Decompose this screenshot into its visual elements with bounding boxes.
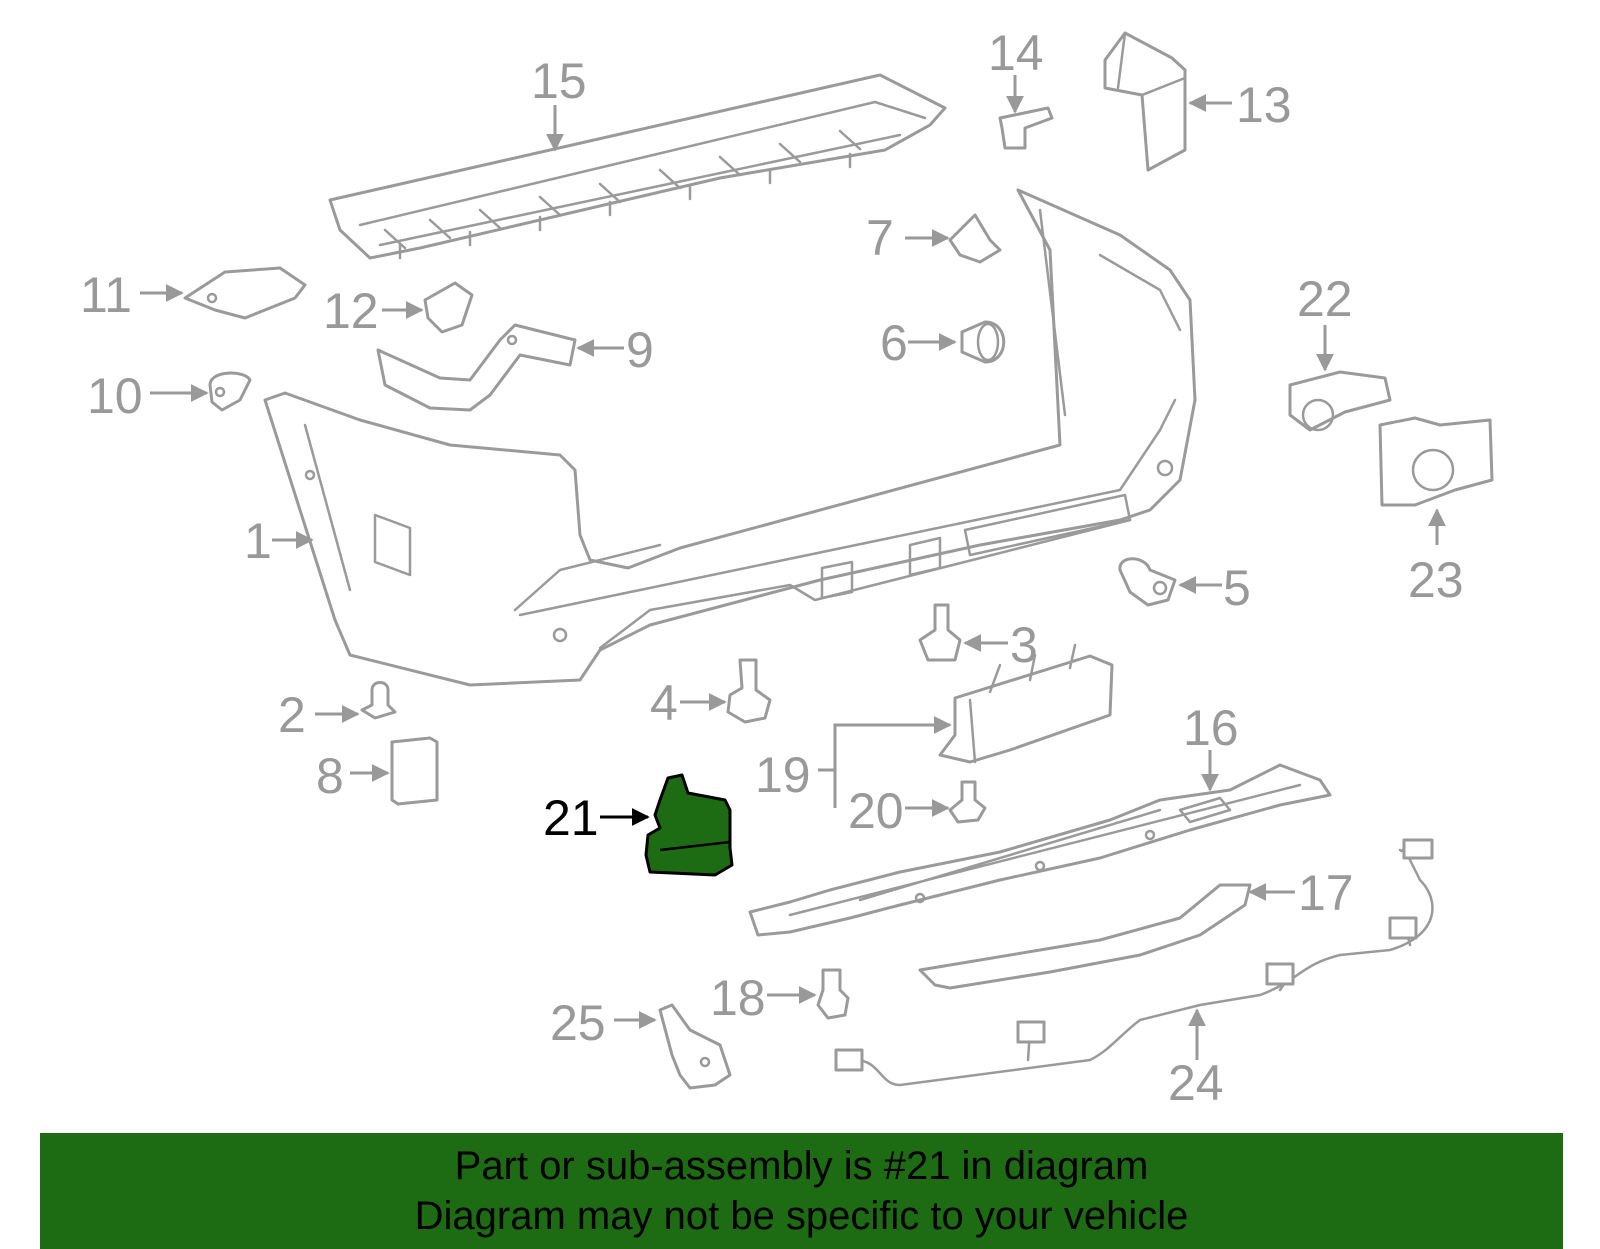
callout-23[interactable]: 23 bbox=[1408, 552, 1464, 608]
callout-21[interactable]: 21 bbox=[543, 790, 599, 846]
part-8-pad[interactable] bbox=[390, 736, 439, 806]
part-22-sensor[interactable] bbox=[1288, 370, 1392, 432]
callout-11[interactable]: 11 bbox=[80, 267, 132, 323]
part-15-step-pad[interactable] bbox=[328, 73, 947, 260]
callout-22[interactable]: 22 bbox=[1297, 271, 1353, 327]
callout-18[interactable]: 18 bbox=[710, 970, 766, 1026]
part-7-bracket[interactable] bbox=[948, 213, 1002, 264]
part-1-bumper-cover[interactable] bbox=[263, 188, 1197, 687]
callout-1[interactable]: 1 bbox=[244, 513, 272, 569]
callout-15[interactable]: 15 bbox=[531, 53, 587, 109]
part-10-clip[interactable] bbox=[208, 371, 252, 412]
part-2-clip[interactable] bbox=[360, 681, 397, 720]
callout-3[interactable]: 3 bbox=[1010, 617, 1038, 673]
banner-line-1: Part or sub-assembly is #21 in diagram bbox=[454, 1144, 1149, 1188]
callout-14[interactable]: 14 bbox=[988, 25, 1044, 81]
part-20-bolt[interactable] bbox=[948, 780, 987, 824]
callout-19[interactable]: 19 bbox=[755, 747, 811, 803]
callout-24[interactable]: 24 bbox=[1168, 1055, 1224, 1111]
callout-4[interactable]: 4 bbox=[650, 675, 678, 731]
part-19-bracket[interactable] bbox=[938, 643, 1114, 764]
banner-line-2: Diagram may not be specific to your vehi… bbox=[414, 1194, 1189, 1238]
callout-17[interactable]: 17 bbox=[1298, 865, 1354, 921]
callout-13[interactable]: 13 bbox=[1236, 77, 1292, 133]
callout-10[interactable]: 10 bbox=[87, 368, 143, 424]
part-3-bolt[interactable] bbox=[918, 603, 962, 662]
callout-8[interactable]: 8 bbox=[316, 748, 344, 804]
part-6-grommet[interactable] bbox=[960, 320, 1006, 364]
part-14-clip[interactable] bbox=[998, 106, 1054, 150]
part-11-bracket[interactable] bbox=[183, 266, 307, 320]
leader-lines bbox=[140, 75, 1446, 1060]
part-17-absorber[interactable] bbox=[918, 883, 1252, 990]
part-25-bracket[interactable] bbox=[658, 1003, 732, 1090]
part-5-clip[interactable] bbox=[1118, 557, 1177, 607]
callout-20[interactable]: 20 bbox=[848, 783, 904, 839]
info-banner: Part or sub-assembly is #21 in diagram D… bbox=[40, 1133, 1563, 1249]
callout-5[interactable]: 5 bbox=[1223, 560, 1251, 616]
part-9-bracket[interactable] bbox=[376, 323, 577, 412]
callout-12[interactable]: 12 bbox=[323, 283, 379, 339]
callout-25[interactable]: 25 bbox=[550, 995, 606, 1051]
callout-7[interactable]: 7 bbox=[866, 210, 894, 266]
part-12-clip[interactable] bbox=[423, 281, 474, 334]
callout-2[interactable]: 2 bbox=[278, 687, 306, 743]
part-13-bracket[interactable] bbox=[1103, 31, 1187, 172]
callout-labels: 15 14 13 7 6 11 12 9 10 1 22 23 5 3 4 2 … bbox=[80, 25, 1464, 1111]
part-24-harness[interactable] bbox=[834, 838, 1434, 1087]
part-23-sensor-holder[interactable] bbox=[1378, 416, 1494, 507]
part-4-bolt[interactable] bbox=[726, 658, 772, 724]
callout-6[interactable]: 6 bbox=[880, 315, 908, 371]
callout-16[interactable]: 16 bbox=[1183, 700, 1239, 756]
part-16-reinforcement[interactable] bbox=[748, 763, 1332, 937]
part-18-bolt[interactable] bbox=[816, 968, 850, 1020]
callout-9[interactable]: 9 bbox=[626, 322, 654, 378]
part-21-bracket[interactable] bbox=[644, 773, 734, 877]
